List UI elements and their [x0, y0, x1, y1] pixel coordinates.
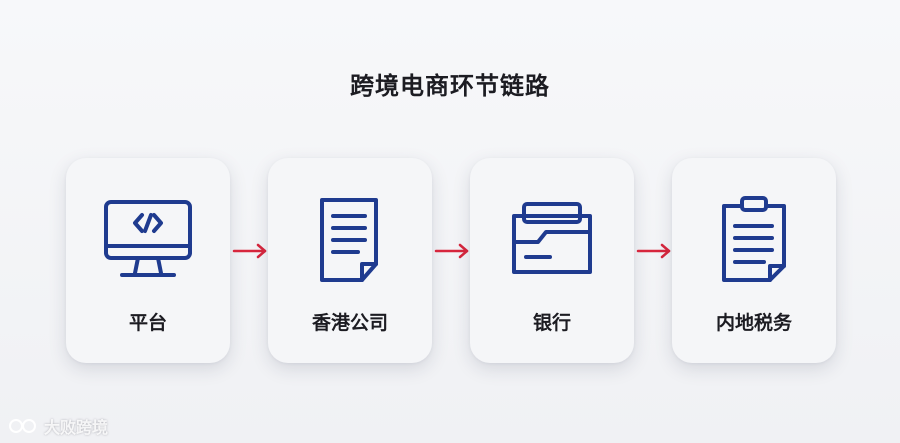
monitor-code-icon	[104, 200, 192, 277]
watermark-text: 大败跨境	[44, 418, 109, 437]
document-icon	[320, 198, 378, 282]
step-card-mainland-tax: 内地税务	[672, 158, 836, 363]
step-label: 银行	[532, 312, 571, 334]
step-card-platform: 平台	[66, 158, 230, 363]
diagram-title: 跨境电商环节链路	[350, 72, 550, 100]
arrow-right-icon	[434, 243, 469, 259]
step-label: 香港公司	[311, 312, 388, 334]
clipboard-icon	[722, 196, 786, 282]
watermark: 大败跨境	[8, 415, 108, 437]
watermark-logo-icon	[9, 419, 36, 433]
folder-icon	[512, 202, 592, 274]
step-card-hk-company: 香港公司	[268, 158, 432, 363]
arrow-right-icon	[232, 243, 267, 259]
step-label: 内地税务	[715, 312, 792, 334]
arrow-right-icon	[636, 243, 671, 259]
step-card-bank: 银行	[470, 158, 634, 363]
step-label: 平台	[128, 312, 167, 334]
